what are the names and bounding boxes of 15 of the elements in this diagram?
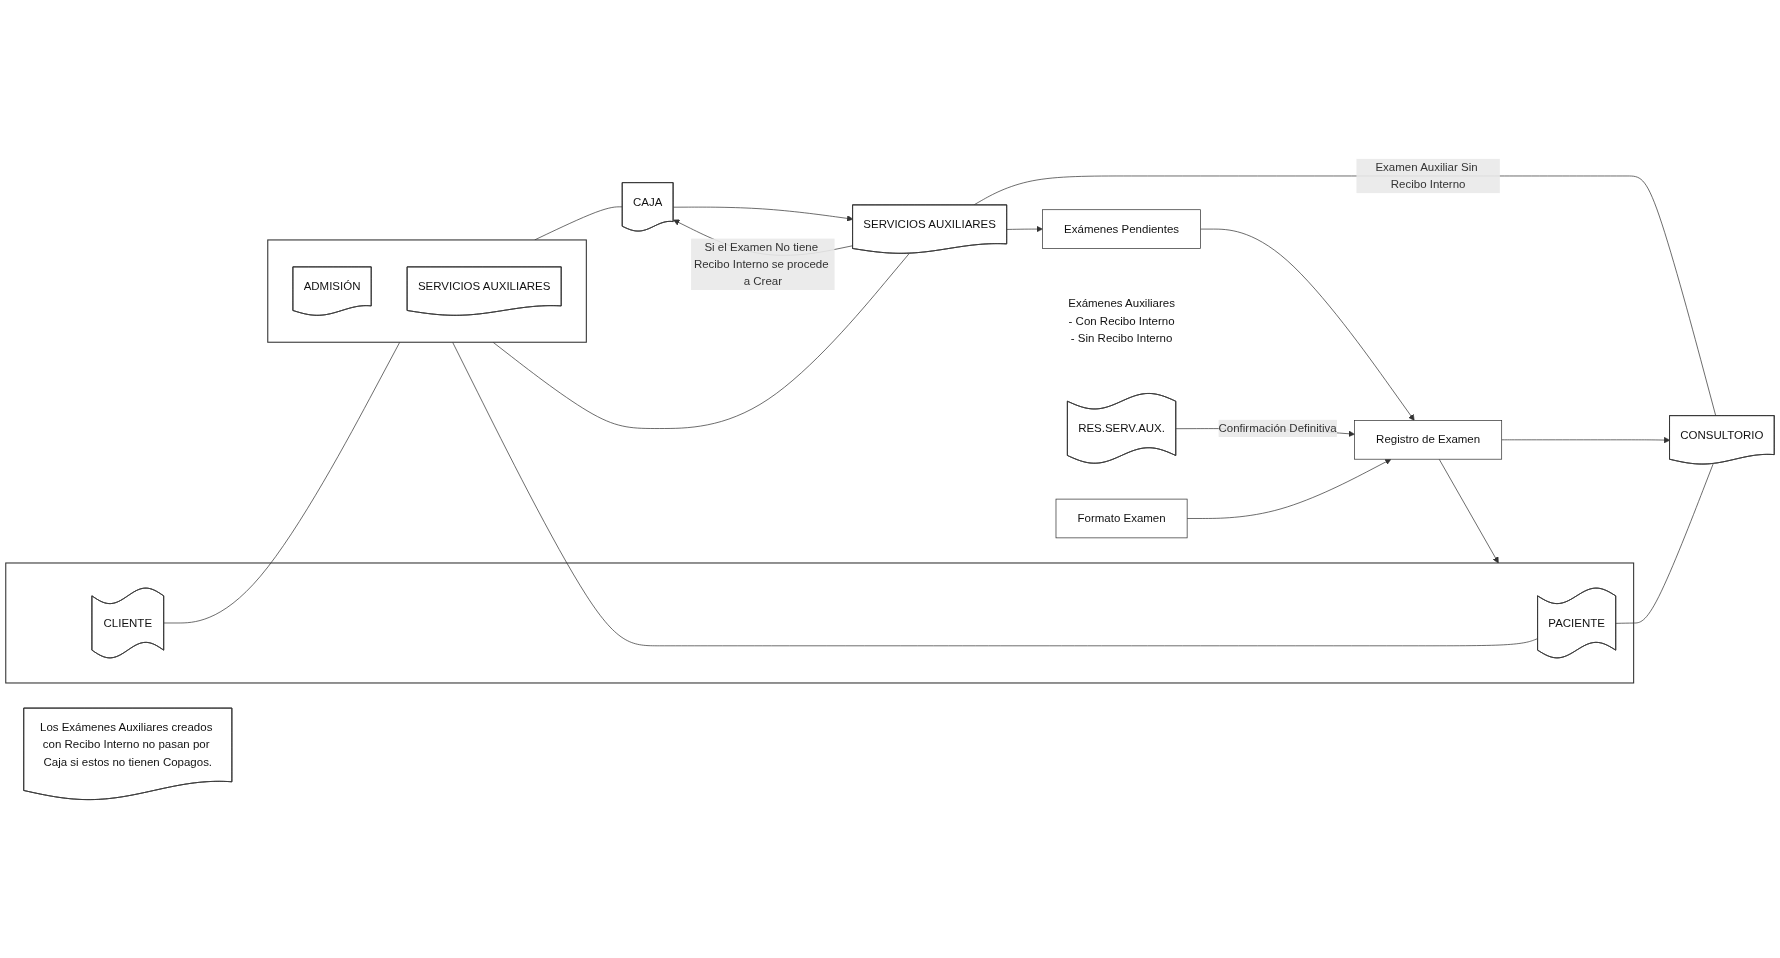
edge-label: Examen Auxiliar Sin Recibo Interno — [1375, 160, 1478, 191]
edge-label: Si el Examen No tiene Recibo Interno se procede a Crear — [693, 240, 829, 288]
node-box: Formato Examen — [1055, 498, 1188, 539]
node-label: - Con Recibo Interno — [1068, 314, 1175, 327]
edge-label: Confirmación Definitiva — [1218, 421, 1337, 434]
connector — [163, 341, 401, 624]
node-box: Exámenes Pendientes — [1042, 209, 1201, 249]
cluster — [267, 239, 587, 343]
connector — [492, 252, 910, 429]
node-box: Registro de Examen — [1354, 419, 1503, 460]
cluster — [5, 562, 1635, 684]
node-label: Exámenes Auxiliares — [1068, 297, 1175, 310]
node-label: - Sin Recibo Interno — [1070, 331, 1173, 344]
connector — [1615, 463, 1714, 624]
connector — [452, 341, 1538, 646]
